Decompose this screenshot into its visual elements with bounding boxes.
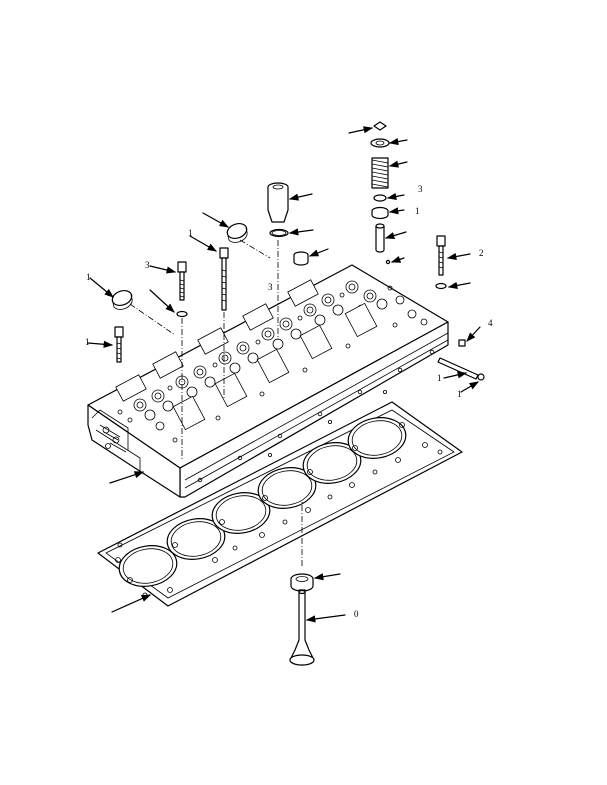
head-top-features — [115, 279, 435, 483]
callout-label: 3 — [145, 260, 150, 270]
head-bolts — [114, 235, 485, 381]
callout-label: 2 — [479, 248, 484, 258]
callout-label: 1 — [85, 337, 90, 347]
callout-label: 3 — [418, 184, 423, 194]
callout-label: 1 — [415, 206, 420, 216]
gasket-holes — [115, 422, 443, 598]
callout-label: 4 — [488, 318, 493, 328]
callout-label: 3 — [268, 282, 273, 292]
expansion-plugs — [111, 222, 309, 310]
valve — [289, 573, 315, 666]
callout-label: 1 — [437, 373, 442, 383]
callout-label: 0 — [354, 609, 359, 619]
callout-labels: 3 3 3 1 2 1 4 1 1 1 1 0 — [85, 184, 493, 619]
gasket-bores — [118, 417, 407, 587]
alignment-lines — [129, 239, 303, 566]
leader-arrows — [87, 126, 481, 623]
callout-label: 1 — [188, 228, 193, 238]
valve-spring — [371, 157, 389, 189]
injector-sleeve — [267, 182, 289, 238]
head-gasket — [97, 401, 463, 607]
callout-label: 1 — [457, 389, 462, 399]
callout-label: 1 — [86, 272, 91, 282]
injector-stack — [370, 121, 391, 265]
